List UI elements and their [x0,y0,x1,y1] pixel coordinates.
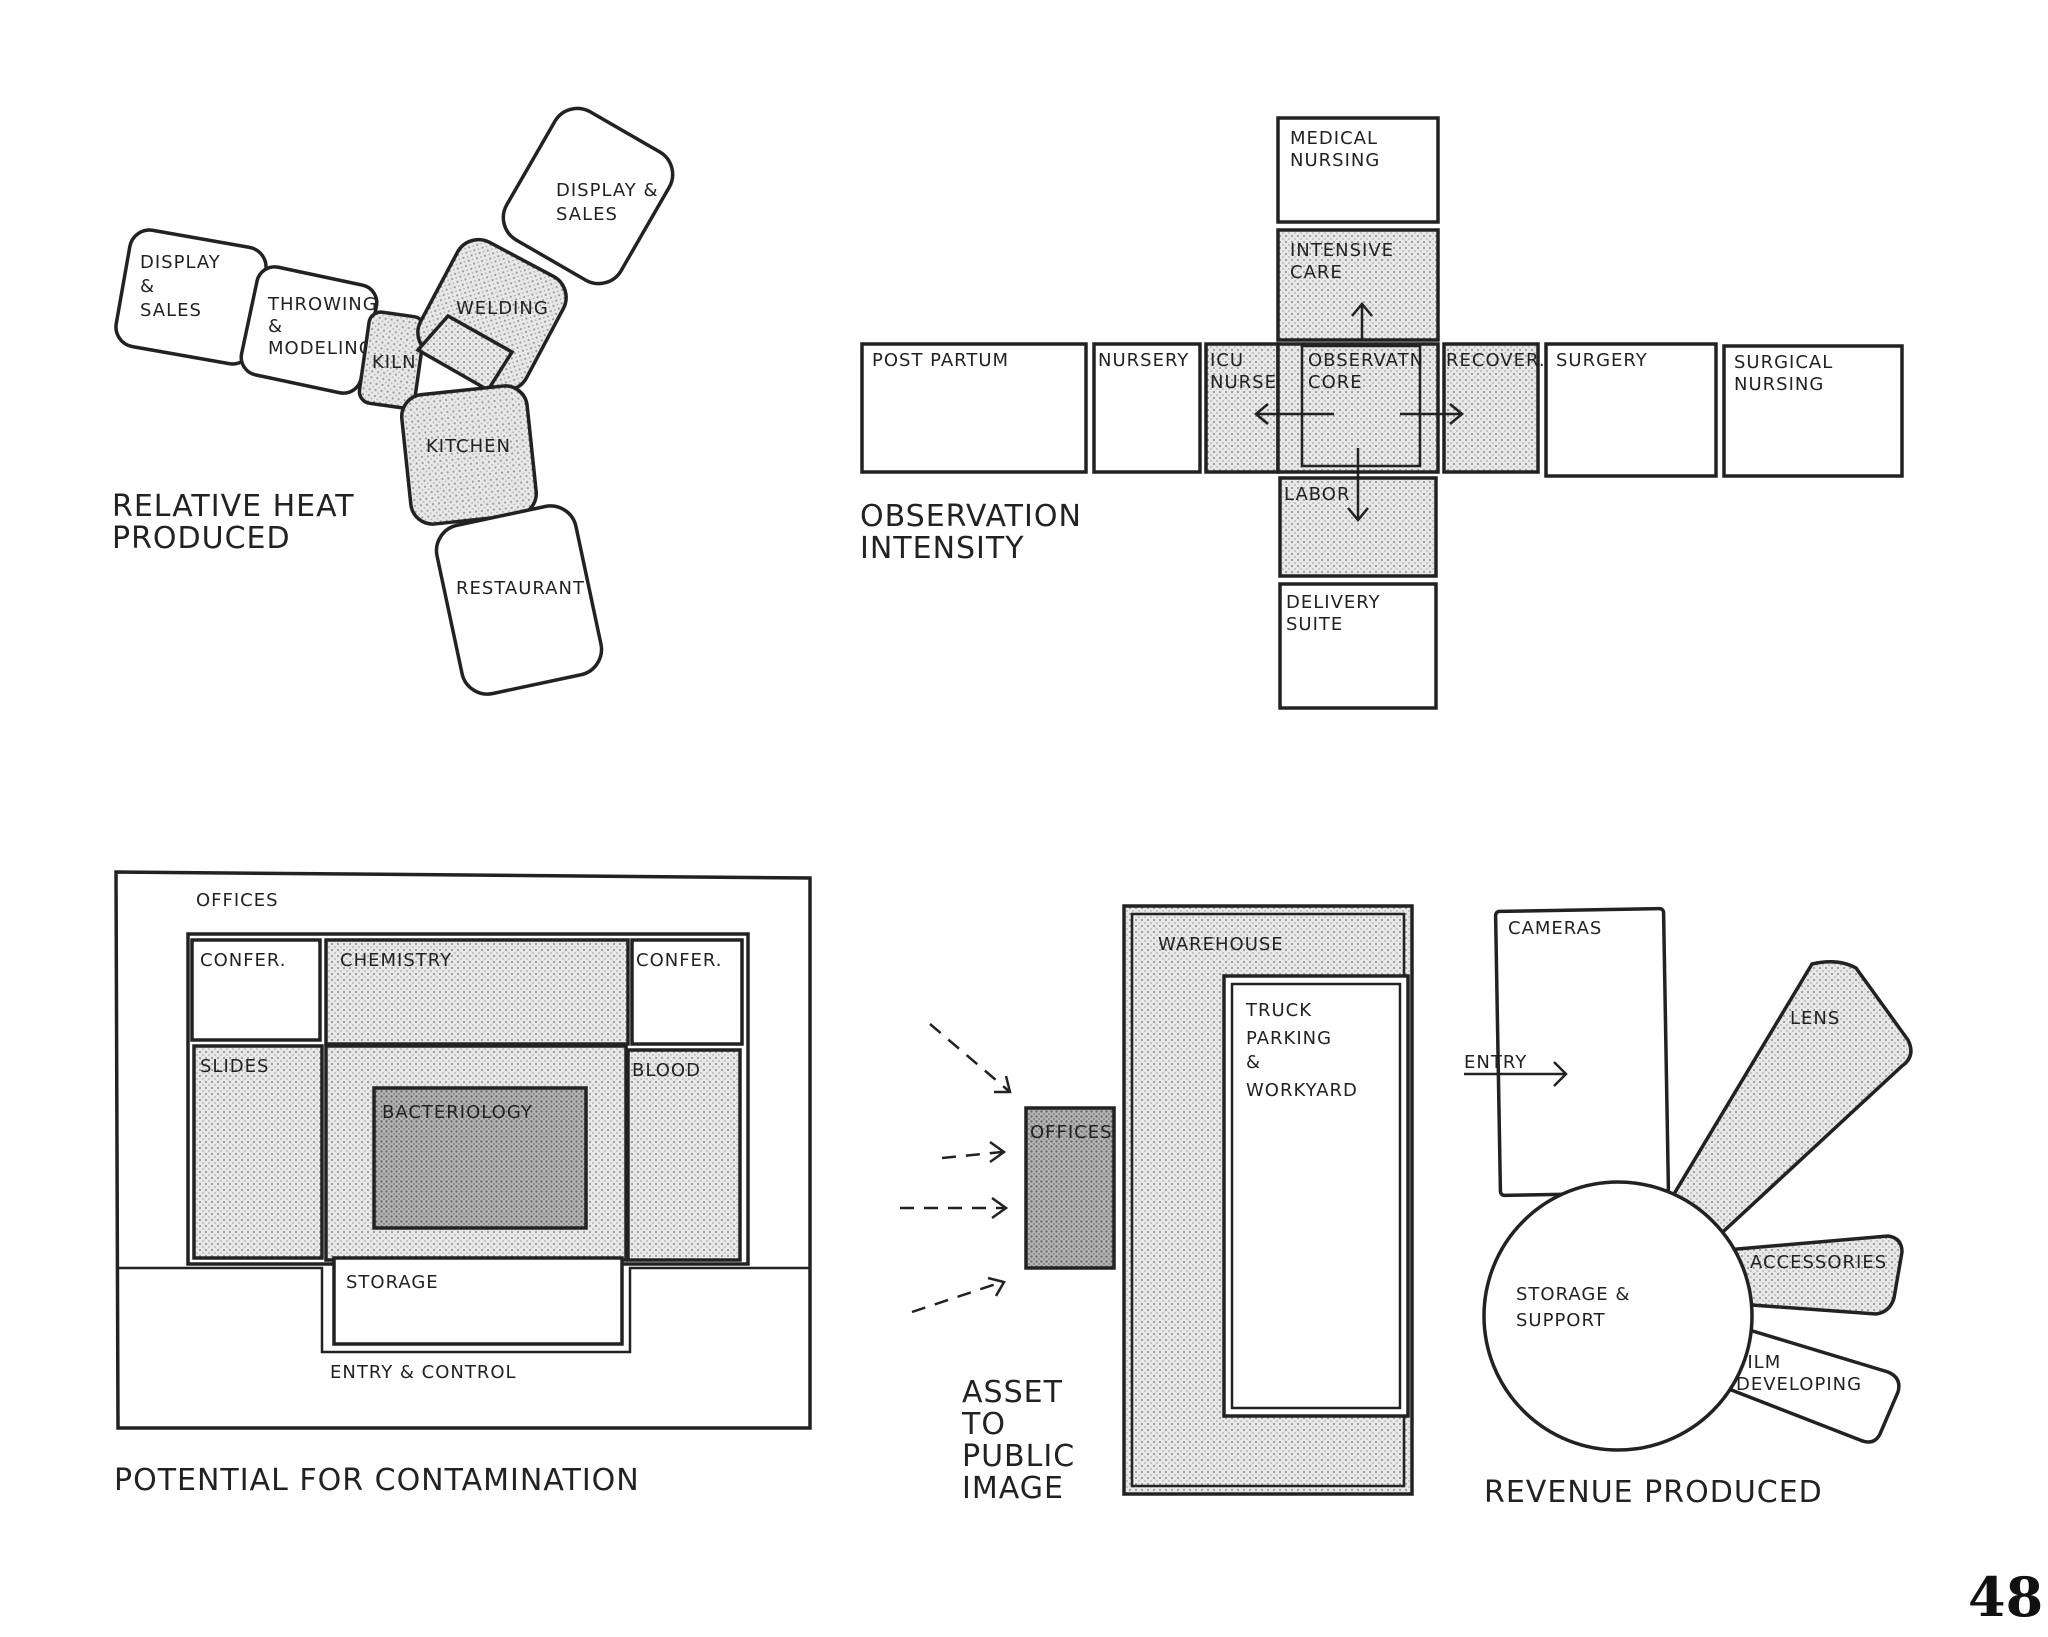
room-kitchen-label: KITCHEN [426,436,511,457]
heat-caption-2: PRODUCED [112,521,291,556]
observation-caption-2: INTENSITY [860,531,1025,566]
room-medical-nursing [1276,116,1440,224]
room-slides [192,1044,324,1260]
room-bacteriology [372,1086,588,1230]
room-confer-left [190,938,322,1042]
contamination-diagram: OFFICES CONFER. CHEMISTRY CONFER. SLIDES… [114,870,812,1498]
room-confer-left-label: CONFER. [200,950,287,971]
room-intensive-care-label-2: CARE [1290,262,1343,283]
room-surgical-nursing-label-2: NURSING [1734,374,1824,395]
room-display-left-label-1: DISPLAY [140,252,221,273]
contamination-caption: POTENTIAL FOR CONTAMINATION [114,1463,640,1498]
room-throwing-label-3: MODELING [268,338,374,359]
room-storage-support [1482,1180,1754,1452]
room-entry-label: ENTRY [1464,1052,1527,1073]
room-warehouse-label: WAREHOUSE [1158,934,1284,955]
observation-diagram: MEDICAL NURSING INTENSIVE CARE POST PART… [860,116,1904,710]
room-surgery-label: SURGERY [1556,350,1648,371]
room-chemistry-label: CHEMISTRY [340,950,452,971]
room-lens [1665,960,1913,1247]
room-restaurant [434,504,604,696]
truck-parking-inner [1230,982,1402,1410]
observation-caption-1: OBSERVATION [860,499,1082,534]
room-nursery-label: NURSERY [1098,350,1189,371]
room-offices-label: OFFICES [1030,1122,1113,1143]
room-connector [415,313,515,393]
room-recover-label: RECOVER. [1446,350,1546,371]
room-intensive-care-label-1: INTENSIVE [1290,240,1394,261]
public-image-caption-1: ASSET [962,1375,1063,1410]
room-intensive-care [1276,228,1440,342]
room-surgical-nursing-label-1: SURGICAL [1734,352,1833,373]
heat-diagram: DISPLAY & SALES THROWING & MODELING KILN… [112,106,675,696]
revenue-caption: REVENUE PRODUCED [1484,1475,1823,1510]
room-cameras-label: CAMERAS [1508,918,1602,939]
room-post-partum-label: POST PARTUM [872,350,1009,371]
room-throwing-label-1: THROWING [267,294,378,315]
room-medical-nursing-label-1: MEDICAL [1290,128,1378,149]
room-truck-parking [1222,974,1410,1418]
room-labor-label: LABOR [1284,484,1350,505]
page-number: 48 [1968,1565,2043,1629]
room-bacteriology-label: BACTERIOLOGY [382,1102,533,1123]
room-kiln-label: KILN [372,352,417,373]
room-delivery-suite [1278,582,1438,710]
room-truck-parking-label-3: & [1246,1052,1261,1073]
observation-core-inner [1300,344,1422,468]
room-offices [1024,1106,1116,1270]
room-surgical-nursing [1722,344,1904,478]
room-entry-control-label: ENTRY & CONTROL [330,1362,517,1383]
room-nursery [1092,342,1202,474]
room-recover [1442,342,1540,474]
room-throwing-label-2: & [268,316,283,337]
public-image-caption-4: IMAGE [962,1471,1064,1506]
room-display-left-label-2: & [140,276,155,297]
room-accessories-label: ACCESSORIES [1750,1252,1887,1273]
room-blood [626,1048,742,1262]
room-storage-support-label-2: SUPPORT [1516,1310,1606,1331]
room-truck-parking-label-4: WORKYARD [1246,1080,1358,1101]
room-lens-label: LENS [1790,1008,1840,1029]
room-kiln [357,310,427,410]
room-truck-parking-label-1: TRUCK [1245,1000,1312,1021]
room-surgery [1544,342,1718,478]
room-chemistry [324,938,630,1046]
room-icu-nursery-label-1: ICU [1210,350,1244,371]
room-confer-right-label: CONFER. [636,950,723,971]
room-offices-label: OFFICES [196,890,279,911]
inner-boundary [118,1266,810,1354]
room-storage-label: STORAGE [346,1272,439,1293]
room-display-right-label-2: SALES [556,204,618,225]
room-display-right-label-1: DISPLAY & [556,180,659,201]
room-medical-nursing-label-2: NURSING [1290,150,1380,171]
room-display-right [501,106,675,286]
room-delivery-suite-label-1: DELIVERY [1286,592,1381,613]
room-confer-right [630,938,744,1046]
room-storage [332,1256,624,1346]
revenue-diagram: CAMERAS ENTRY LENS ACCESSORIES FILM DEVE… [1464,906,1913,1510]
room-film-developing-label-2: DEVELOPING [1736,1374,1862,1395]
room-blood-label: BLOOD [632,1060,701,1081]
observation-arrows [1254,302,1464,522]
room-welding-label: WELDING [456,298,549,319]
approach-arrows [900,1023,1012,1314]
room-display-left-label-3: SALES [140,300,202,321]
public-image-caption-3: PUBLIC [962,1439,1075,1474]
heat-caption-1: RELATIVE HEAT [112,489,355,524]
public-image-caption-2: TO [961,1407,1006,1442]
room-storage-support-label-1: STORAGE & [1516,1284,1630,1305]
public-image-diagram: OFFICES WAREHOUSE TRUCK PARKING & WORKYA… [900,904,1414,1506]
entry-arrow [1464,1061,1568,1087]
room-truck-parking-label-2: PARKING [1246,1028,1332,1049]
room-observation-core-label-2: CORE [1308,372,1363,393]
room-slides-label: SLIDES [200,1056,269,1077]
room-delivery-suite-label-2: SUITE [1286,614,1343,635]
room-throwing [239,265,379,395]
room-restaurant-label: RESTAURANT [456,578,585,599]
room-observation-core-label-1: OBSERVATN [1308,350,1424,371]
room-post-partum [860,342,1088,474]
